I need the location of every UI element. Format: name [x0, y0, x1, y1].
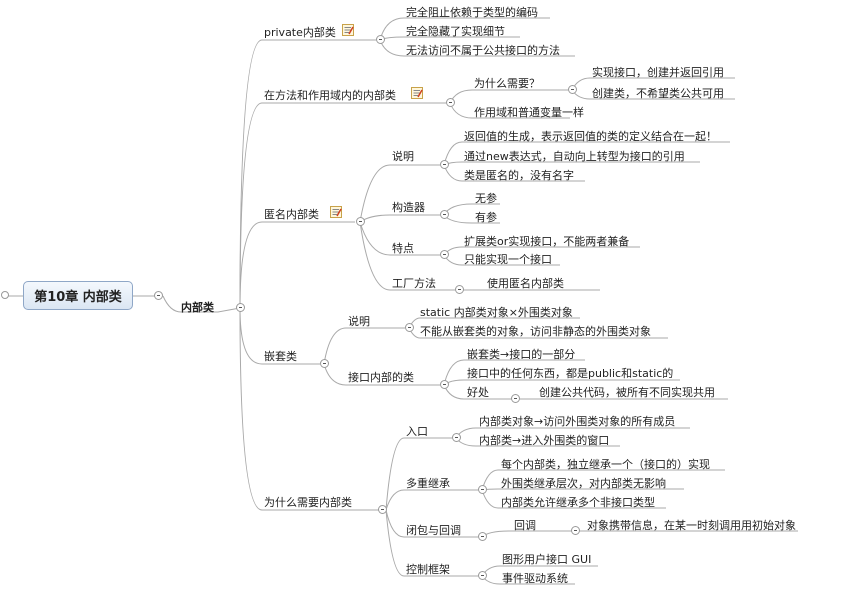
anon-desc-item-1[interactable]: 返回值的生成，表示返回值的类的定义结合在一起！	[464, 130, 717, 143]
private-item-2[interactable]: 完全隐藏了实现细节	[406, 25, 505, 38]
ctor-item-1[interactable]: 无参	[475, 192, 497, 205]
collapse-toggle-main[interactable]	[236, 303, 245, 312]
anonymous-desc[interactable]: 说明	[392, 150, 414, 163]
collapse-toggle-anon-desc[interactable]	[440, 160, 449, 169]
why-item-2[interactable]: 创建类，不希望类公共可用	[592, 87, 724, 100]
anonymous-ctor[interactable]: 构造器	[392, 201, 425, 214]
control-item-1[interactable]: 图形用户接口 GUI	[502, 553, 592, 566]
why-closure[interactable]: 闭包与回调	[406, 524, 461, 537]
anonymous-factory[interactable]: 工厂方法	[392, 277, 436, 290]
benefit-item[interactable]: 创建公共代码，被所有不同实现共用	[539, 386, 715, 399]
collapse-toggle-benefit[interactable]	[511, 394, 520, 403]
collapse-toggle-callback[interactable]	[571, 526, 580, 535]
anon-desc-item-3[interactable]: 类是匿名的，没有名字	[464, 169, 574, 182]
collapse-toggle-anon-factory[interactable]	[455, 285, 464, 294]
note-icon[interactable]	[411, 87, 423, 99]
collapse-toggle-why-needed[interactable]	[568, 85, 577, 94]
nested-desc-item-1[interactable]: static 内部类对象×外围类对象	[420, 306, 573, 319]
anonymous-feature[interactable]: 特点	[392, 242, 414, 255]
why-multi[interactable]: 多重继承	[406, 477, 450, 490]
collapse-toggle-private[interactable]	[376, 35, 385, 44]
branch-why[interactable]: 为什么需要内部类	[264, 496, 352, 509]
why-entry[interactable]: 入口	[406, 425, 428, 438]
branch-nested[interactable]: 嵌套类	[264, 350, 297, 363]
entry-item-1[interactable]: 内部类对象→访问外围类对象的所有成员	[479, 415, 676, 428]
branch-private[interactable]: private内部类	[264, 26, 336, 39]
control-item-2[interactable]: 事件驱动系统	[502, 572, 568, 585]
nested-desc[interactable]: 说明	[348, 315, 370, 328]
collapse-toggle-control[interactable]	[478, 571, 487, 580]
collapse-toggle-nested-iface[interactable]	[440, 380, 449, 389]
iface-item-2[interactable]: 接口中的任何东西，都是public和static的	[467, 367, 674, 380]
iface-item-1[interactable]: 嵌套类→接口的一部分	[467, 348, 576, 361]
root-left-handle[interactable]	[1, 291, 9, 299]
note-icon[interactable]	[342, 24, 354, 36]
multi-item-2[interactable]: 外围类继承层次，对内部类无影响	[501, 477, 666, 490]
root-node[interactable]: 第10章 内部类	[23, 281, 133, 310]
collapse-toggle-nested-desc[interactable]	[405, 323, 414, 332]
collapse-toggle-anonymous[interactable]	[356, 217, 365, 226]
note-icon[interactable]	[330, 206, 342, 218]
multi-item-1[interactable]: 每个内部类，独立继承一个（接口的）实现	[501, 458, 710, 471]
factory-item[interactable]: 使用匿名内部类	[487, 277, 564, 290]
feature-item-2[interactable]: 只能实现一个接口	[464, 253, 552, 266]
why-item-1[interactable]: 实现接口，创建并返回引用	[592, 66, 724, 79]
collapse-toggle-method-scope[interactable]	[446, 98, 455, 107]
method-scope-same[interactable]: 作用域和普通变量一样	[474, 106, 584, 119]
branch-anonymous[interactable]: 匿名内部类	[264, 208, 319, 221]
collapse-toggle-closure[interactable]	[478, 532, 487, 541]
root-title: 第10章 内部类	[34, 290, 122, 305]
collapse-toggle-entry[interactable]	[452, 433, 461, 442]
collapse-toggle-nested[interactable]	[320, 359, 329, 368]
entry-item-2[interactable]: 内部类→进入外围类的窗口	[479, 434, 610, 447]
anon-desc-item-2[interactable]: 通过new表达式，自动向上转型为接口的引用	[464, 150, 685, 163]
callback-item[interactable]: 对象携带信息，在某一时刻调用用初始对象	[587, 519, 796, 532]
multi-item-3[interactable]: 内部类允许继承多个非接口类型	[501, 496, 655, 509]
nested-desc-item-2[interactable]: 不能从嵌套类的对象，访问非静态的外围类对象	[420, 325, 651, 338]
private-item-3[interactable]: 无法访问不属于公共接口的方法	[406, 44, 560, 57]
collapse-toggle-anon-feature[interactable]	[440, 250, 449, 259]
collapse-toggle-why[interactable]	[378, 505, 387, 514]
collapse-toggle-multi[interactable]	[478, 485, 487, 494]
main-topic[interactable]: 内部类	[181, 301, 214, 314]
feature-item-1[interactable]: 扩展类or实现接口，不能两者兼备	[464, 235, 630, 248]
collapse-toggle-root[interactable]	[154, 291, 163, 300]
iface-benefit[interactable]: 好处	[467, 386, 489, 399]
branch-method-scope[interactable]: 在方法和作用域内的内部类	[264, 89, 396, 102]
ctor-item-2[interactable]: 有参	[475, 211, 497, 224]
method-scope-why[interactable]: 为什么需要？	[474, 77, 540, 90]
nested-iface[interactable]: 接口内部的类	[348, 371, 414, 384]
private-item-1[interactable]: 完全阻止依赖于类型的编码	[406, 6, 538, 19]
closure-callback[interactable]: 回调	[514, 519, 536, 532]
why-control[interactable]: 控制框架	[406, 563, 450, 576]
collapse-toggle-anon-ctor[interactable]	[440, 210, 449, 219]
